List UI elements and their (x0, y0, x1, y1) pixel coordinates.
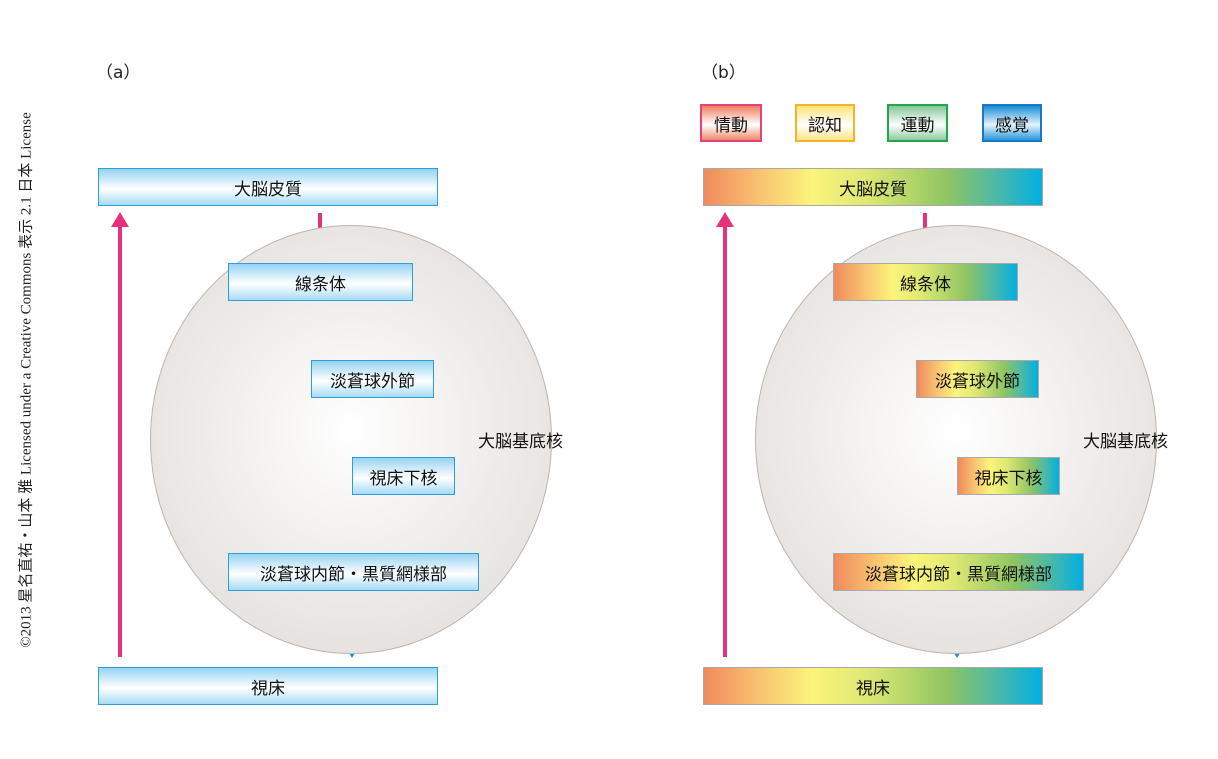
striatum-box: 線条体 (228, 263, 413, 301)
cortex-box: 大脳皮質 (98, 168, 438, 206)
panel-b-label: （b） (701, 63, 746, 83)
cortex-box: 大脳皮質 (703, 168, 1043, 206)
thalamus-box: 視床 (98, 667, 438, 705)
basal-ganglia-label: 大脳基底核 (1083, 432, 1168, 452)
thalamus-to-cortex-arrow (111, 212, 129, 657)
gpi-snr-box: 淡蒼球内節・黒質網様部 (228, 553, 479, 591)
legend-sensory: 感覚 (982, 104, 1042, 142)
stn-box: 視床下核 (352, 457, 455, 495)
gpe-box: 淡蒼球外節 (916, 360, 1039, 398)
striatum-box: 線条体 (833, 263, 1018, 301)
panel-a-label: （a） (96, 63, 141, 83)
basal-ganglia-label: 大脳基底核 (478, 432, 563, 452)
legend-cognition: 認知 (795, 104, 855, 142)
stn-box: 視床下核 (957, 457, 1060, 495)
legend-emotion: 情動 (700, 104, 762, 142)
thalamus-to-cortex-arrow (716, 212, 734, 657)
legend-motor: 運動 (887, 104, 948, 142)
gpi-snr-box: 淡蒼球内節・黒質網様部 (833, 553, 1084, 591)
thalamus-box: 視床 (703, 667, 1043, 705)
gpe-box: 淡蒼球外節 (311, 360, 434, 398)
